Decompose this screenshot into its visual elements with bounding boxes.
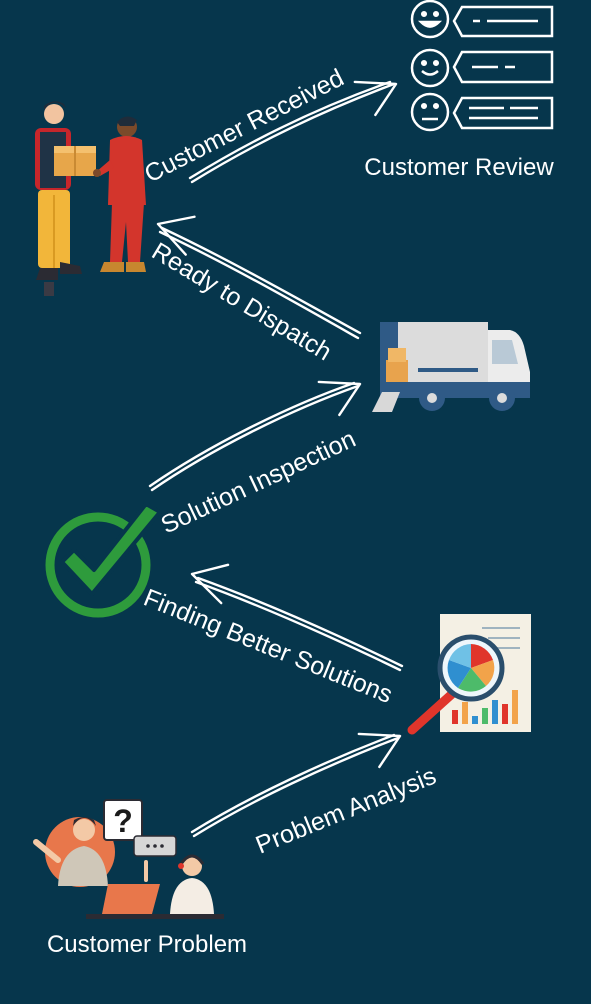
- magnifier-report-icon: [407, 614, 531, 735]
- question-mark-icon: ?: [113, 803, 133, 839]
- arrow-customer-received: [188, 67, 405, 184]
- customer-problem-label: Customer Problem: [47, 931, 247, 958]
- sad-face-icon: [410, 92, 554, 132]
- customer-review-label: Customer Review: [364, 154, 554, 181]
- checkmark-icon: [45, 502, 162, 618]
- step-ready-to-dispatch: Ready to Dispatch: [147, 237, 337, 366]
- delivery-truck-icon: [372, 322, 530, 412]
- review-faces-icon: [410, 0, 554, 132]
- step-solution-inspection: Solution Inspection: [157, 425, 360, 540]
- arrow-problem-analysis: [190, 719, 409, 838]
- happy-face-icon: [410, 0, 554, 39]
- package-handover-icon: [35, 101, 146, 296]
- neutral-smile-face-icon: [410, 48, 554, 88]
- arrow-ready-to-dispatch: [150, 202, 362, 340]
- arrow-solution-inspection: [148, 367, 369, 492]
- step-problem-analysis: Problem Analysis: [252, 762, 440, 860]
- step-customer-received: Customer Received: [140, 64, 348, 189]
- customer-support-icon: ?: [33, 799, 224, 919]
- arrow-finding-better-solutions: [184, 552, 404, 672]
